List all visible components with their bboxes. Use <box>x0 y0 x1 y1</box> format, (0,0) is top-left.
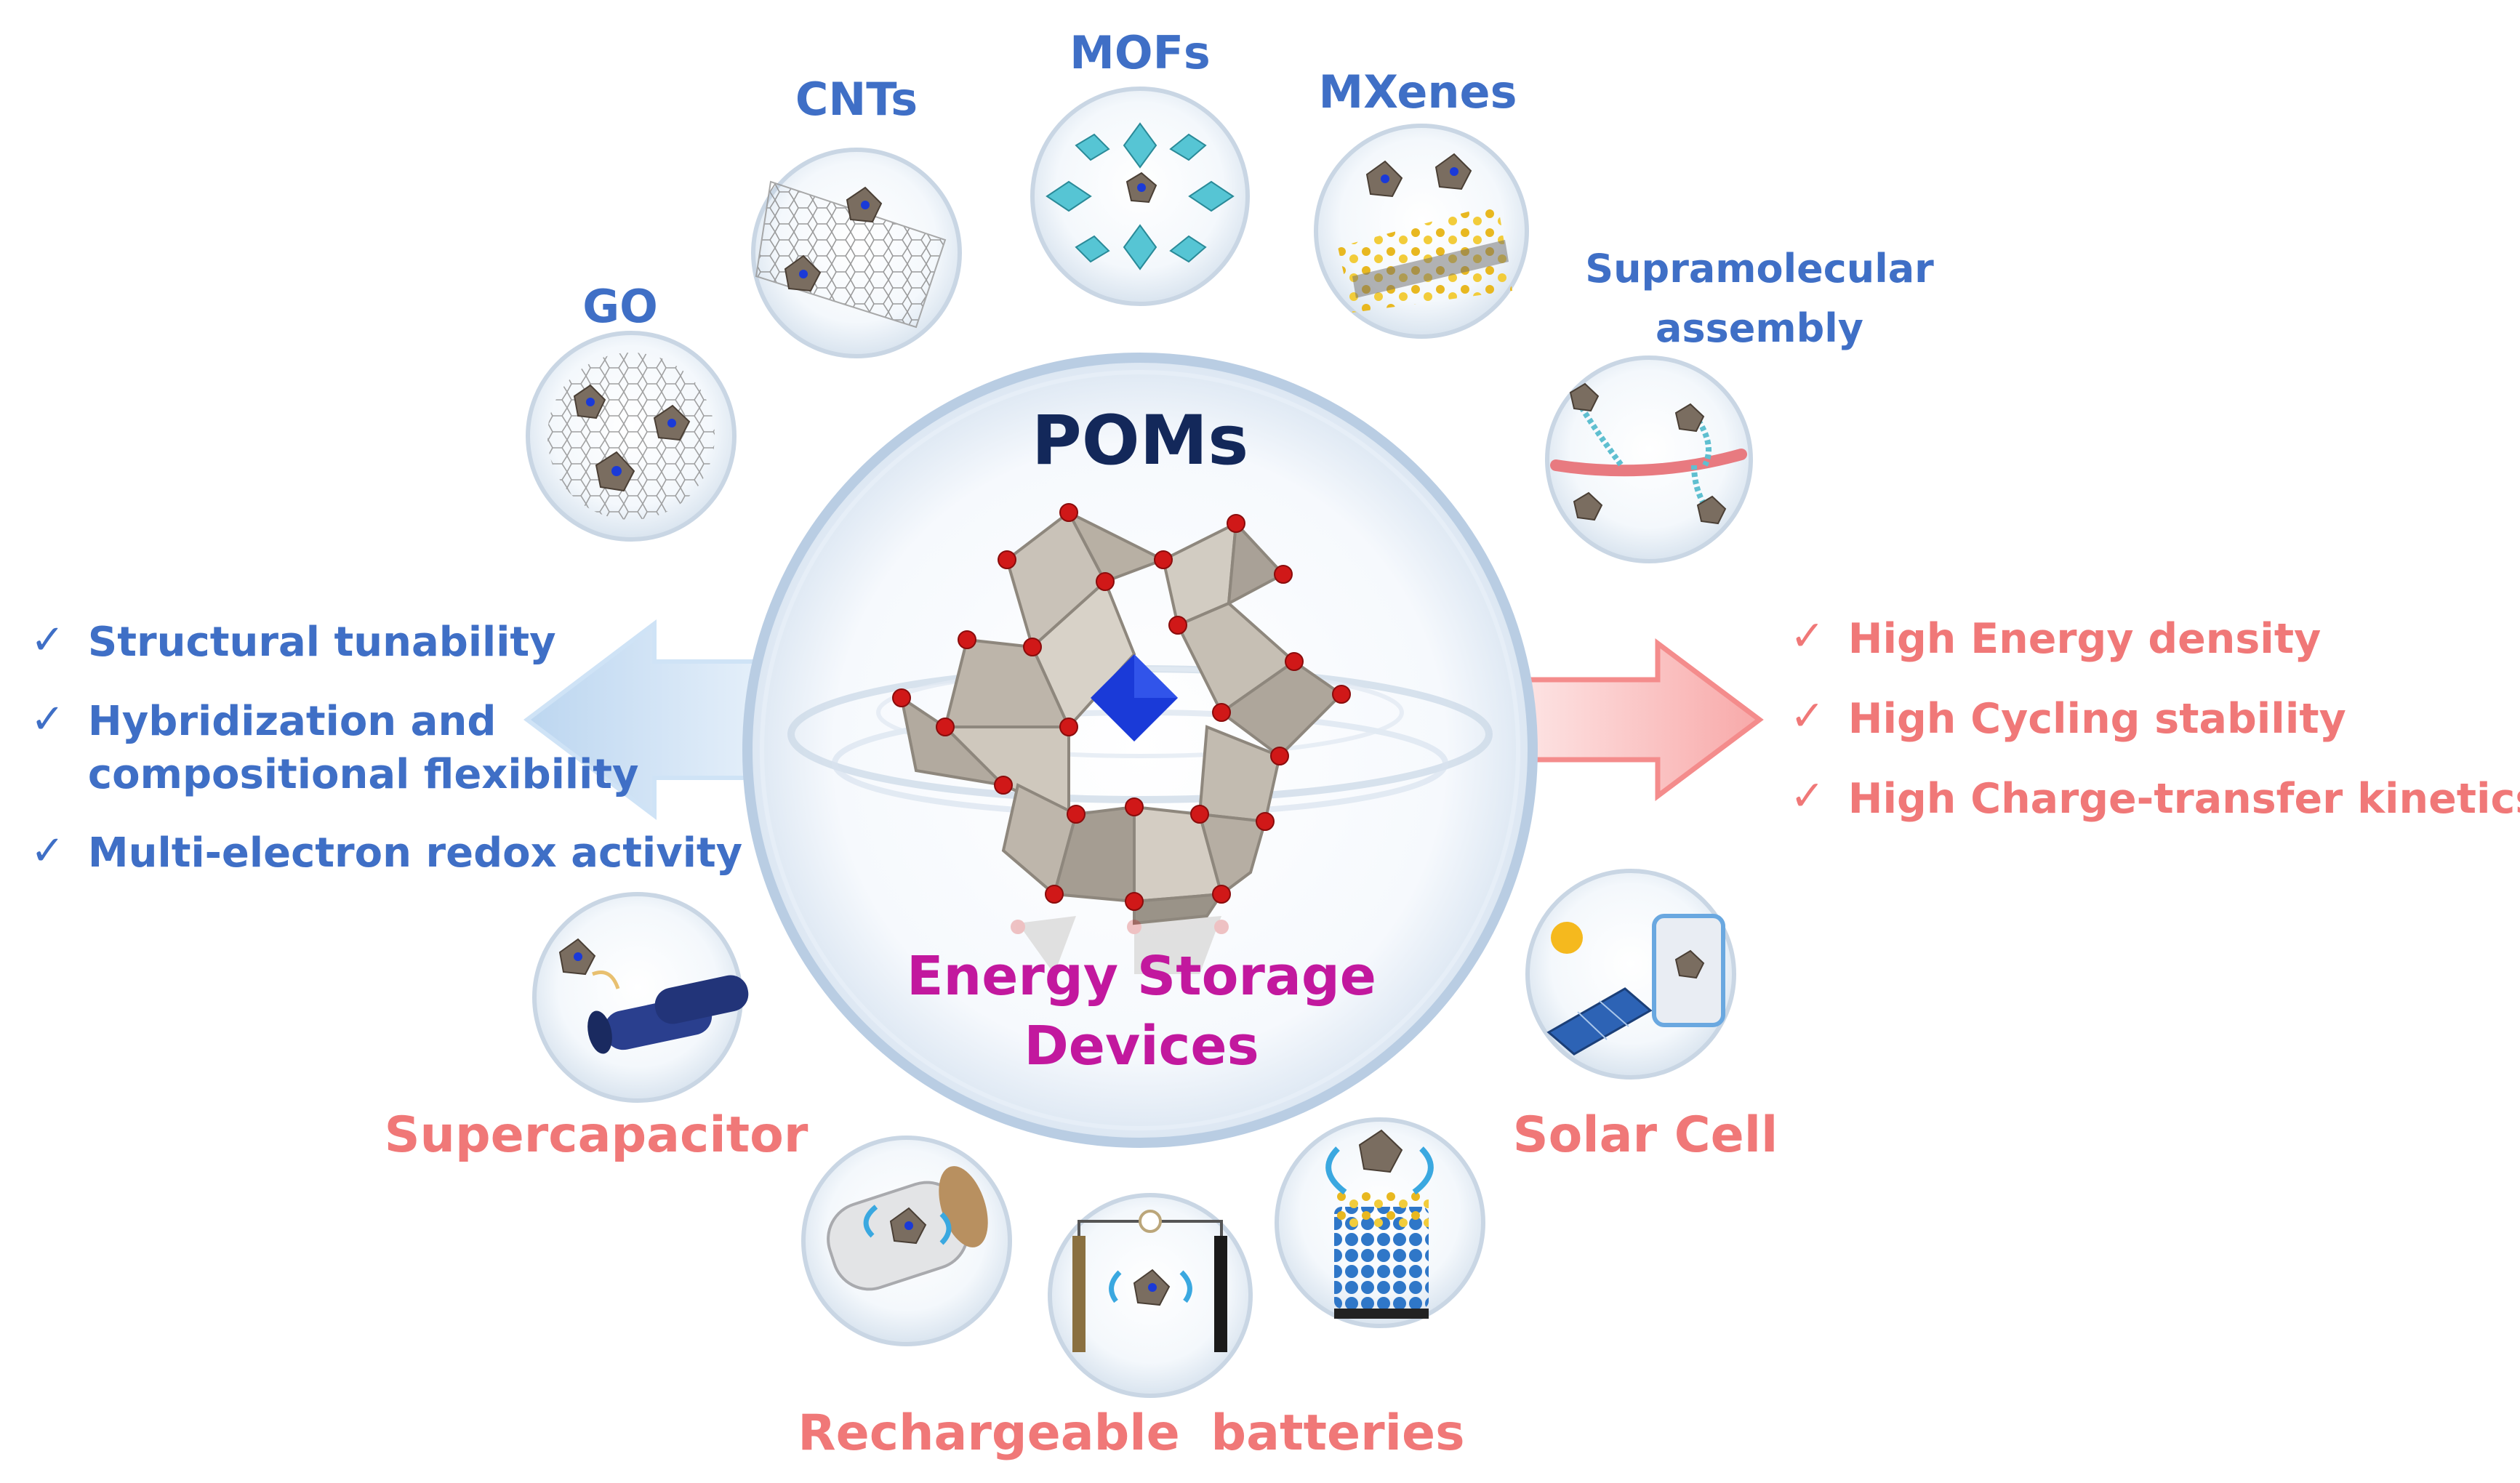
supercapacitor-bubble <box>532 892 749 1103</box>
left-property-2: ✓ Hybridization and compositional flexib… <box>31 696 639 802</box>
right-property-3: ✓ High Charge-transfer kinetics <box>1790 772 2520 826</box>
supercapacitor-label: Supercapacitor <box>384 1106 808 1164</box>
cnts-label: CNTs <box>795 73 918 126</box>
battery-bubble-2 <box>1048 1193 1253 1398</box>
left-property-1-text: Structural tunability <box>87 619 556 666</box>
supramolecular-bubble <box>1545 355 1753 563</box>
mxenes-label: MXenes <box>1318 65 1517 118</box>
cnts-bubble <box>751 148 962 358</box>
left-property-1: ✓ Structural tunability <box>31 616 556 670</box>
check-icon: ✓ <box>31 696 65 743</box>
center-title: POMs <box>1031 401 1249 481</box>
check-icon: ✓ <box>1790 612 1825 660</box>
rechargeable-label: Rechargeable <box>798 1404 1180 1462</box>
solar-bubble <box>1525 869 1736 1080</box>
left-property-2-text-block: Hybridization and compositional flexibil… <box>88 696 639 802</box>
left-property-3: ✓ Multi-electron redox activity <box>31 827 742 880</box>
pom-molecule <box>899 509 1344 925</box>
left-arrow <box>523 619 787 821</box>
right-property-2: ✓ High Cycling stability <box>1790 692 2346 746</box>
center-bubble <box>742 353 1538 1148</box>
battery-bubble-1 <box>801 1136 1012 1346</box>
right-property-2-text: High Cycling stability <box>1847 695 2346 743</box>
check-icon: ✓ <box>31 827 65 875</box>
oxygen-atoms <box>892 503 1351 911</box>
right-property-1-text: High Energy density <box>1847 615 2322 663</box>
go-label: GO <box>582 280 658 333</box>
supramolecular-label-line2: assembly <box>1656 305 1863 351</box>
solar-cell-label: Solar Cell <box>1512 1106 1778 1164</box>
check-icon: ✓ <box>31 616 65 664</box>
left-property-3-text: Multi-electron redox activity <box>87 829 743 877</box>
battery-bubble-3 <box>1275 1117 1485 1328</box>
supramolecular-label-line1: Supramolecular <box>1585 246 1934 292</box>
right-property-1: ✓ High Energy density <box>1790 612 2321 666</box>
mofs-label: MOFs <box>1070 26 1211 79</box>
check-icon: ✓ <box>1790 772 1825 820</box>
go-bubble <box>526 331 737 542</box>
left-property-2-line2: compositional flexibility <box>87 750 639 798</box>
molecule-reflection <box>1011 916 1229 974</box>
right-arrow <box>1524 638 1764 801</box>
mxenes-bubble <box>1314 124 1529 339</box>
mofs-bubble <box>1030 87 1250 306</box>
center-subtitle-line1: Energy Storage <box>907 945 1376 1008</box>
check-icon: ✓ <box>1790 692 1825 740</box>
left-property-2-line1: Hybridization and <box>87 698 497 745</box>
right-property-3-text: High Charge-transfer kinetics <box>1847 775 2520 823</box>
center-subtitle-line2: Devices <box>1024 1015 1259 1077</box>
batteries-label: batteries <box>1211 1404 1465 1462</box>
